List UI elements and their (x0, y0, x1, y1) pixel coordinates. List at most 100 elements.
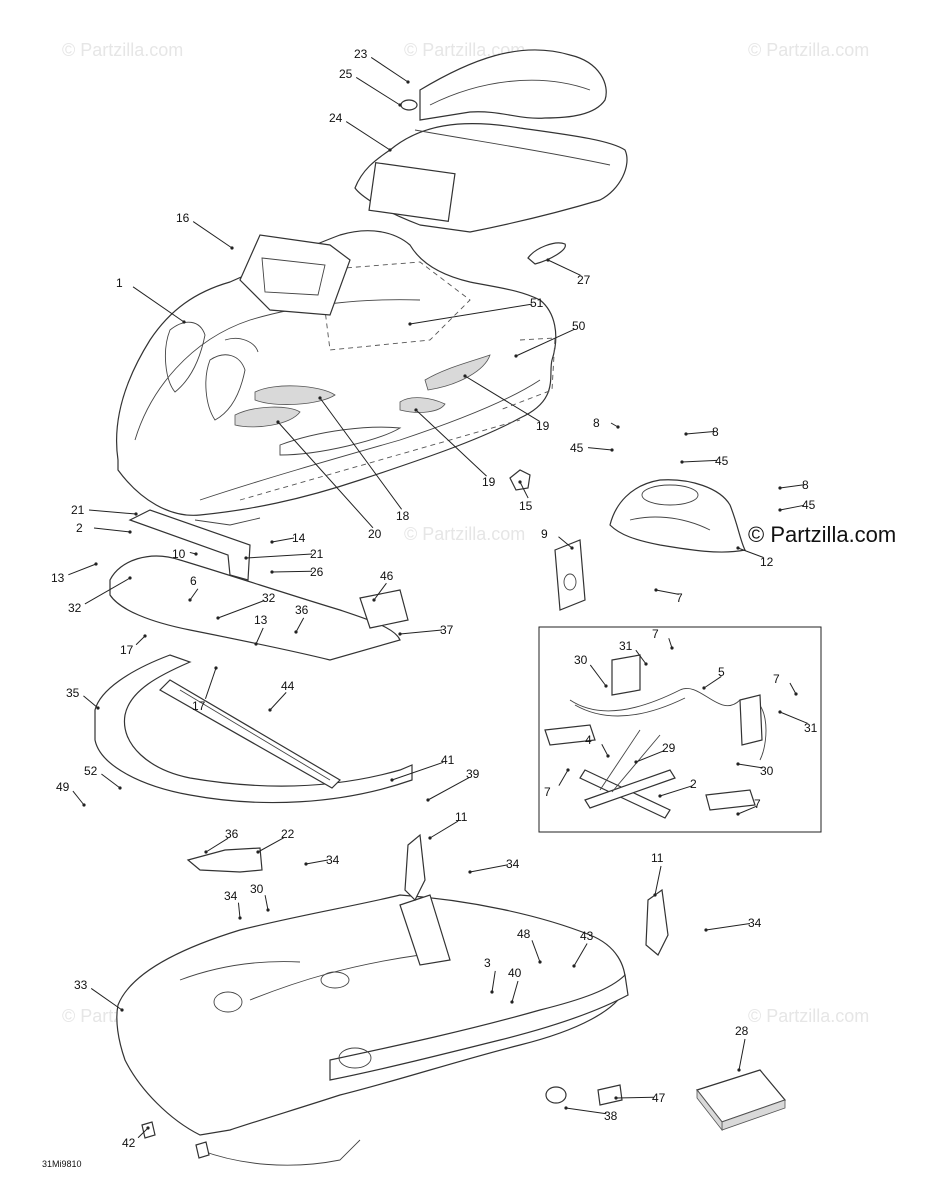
leader-dot (426, 798, 430, 802)
callout-number: 47 (652, 1091, 666, 1105)
callout-number: 1 (116, 276, 123, 290)
callout-number: 10 (172, 547, 186, 561)
leader-dot (658, 794, 662, 798)
leader-line (90, 988, 123, 1011)
leader-dot (270, 570, 274, 574)
callout-number: 32 (68, 601, 82, 615)
leader-dot (680, 460, 684, 464)
callout-number: 34 (326, 853, 340, 867)
callout-number: 20 (368, 527, 382, 541)
mat-part (695, 1069, 787, 1132)
leader-dot (388, 148, 392, 152)
leader-dot (146, 1126, 150, 1130)
callout-number: 18 (396, 509, 410, 523)
leader-dot (276, 420, 280, 424)
leader-dot (96, 706, 100, 710)
leader-dot (254, 642, 258, 646)
callout-number: 35 (66, 686, 80, 700)
leader-dot (604, 684, 608, 688)
callout-number: 33 (74, 978, 88, 992)
leader-line (565, 1107, 607, 1115)
callout-number: 8 (712, 425, 719, 439)
callout-number: 13 (254, 613, 268, 627)
leader-line (587, 447, 613, 451)
lower-bracket-part (186, 847, 263, 873)
leader-dot (118, 786, 122, 790)
watermark-text: © Partzilla.com (62, 40, 183, 60)
leader-dot (572, 964, 576, 968)
leader-line (271, 570, 313, 573)
leader-line (132, 286, 185, 323)
watermark-text: © Partzilla.com (748, 1006, 869, 1026)
leader-dot (82, 803, 86, 807)
leader-line (779, 711, 808, 724)
callout-number: 16 (176, 211, 190, 225)
leader-line (491, 970, 496, 993)
leader-dot (614, 1096, 618, 1100)
leader-line (779, 484, 805, 489)
side-bracket-part (404, 833, 669, 956)
leader-line (277, 421, 374, 529)
leader-dot (468, 870, 472, 874)
leader-line (703, 676, 722, 689)
callout-number: 52 (84, 764, 98, 778)
leader-dot (398, 103, 402, 107)
leader-line (319, 397, 403, 510)
leader-dot (634, 760, 638, 764)
leader-dot (256, 850, 260, 854)
leader-dot (510, 1000, 514, 1004)
callout-number: 17 (192, 699, 206, 713)
callout-number: 11 (455, 810, 468, 824)
upper-bumper-part (109, 509, 409, 661)
leader-dot (570, 546, 574, 550)
leader-dot (120, 1008, 124, 1012)
callout-number: 13 (51, 571, 65, 585)
callout-number: 36 (225, 827, 239, 841)
callout-number: 45 (802, 498, 816, 512)
leader-line (237, 902, 241, 919)
leader-dot (143, 634, 147, 638)
leader-dot (702, 686, 706, 690)
leader-line (659, 785, 693, 797)
callout-number: 7 (676, 591, 683, 605)
callout-number: 42 (122, 1136, 136, 1150)
leader-line (558, 536, 573, 549)
seat-cover-part (400, 49, 607, 121)
lower-bumper-part (94, 654, 413, 804)
display-unit-part (239, 234, 351, 316)
leader-line (257, 837, 285, 853)
leader-dot (736, 762, 740, 766)
callout-number: 22 (281, 827, 295, 841)
leader-line (295, 617, 305, 633)
leader-line (68, 563, 97, 576)
leader-dot (194, 552, 198, 556)
leader-line (601, 744, 609, 757)
callout-number: 27 (577, 273, 591, 287)
leader-dot (564, 1106, 568, 1110)
leader-line (531, 940, 541, 963)
leader-line (685, 430, 715, 435)
leader-dot (304, 862, 308, 866)
leader-dot (390, 778, 394, 782)
leader-line (415, 409, 487, 477)
leader-line (205, 837, 229, 853)
leader-dot (610, 448, 614, 452)
leader-dot (794, 692, 798, 696)
callout-number: 6 (190, 574, 197, 588)
callout-labels: 2325241615150271919182015845845845912721… (51, 47, 818, 1150)
leader-dot (737, 1068, 741, 1072)
leader-dot (566, 768, 570, 772)
leader-dot (204, 850, 208, 854)
leader-dot (216, 616, 220, 620)
callout-number: 26 (310, 565, 324, 579)
callout-number: 2 (76, 521, 83, 535)
leader-line (779, 504, 805, 511)
leader-dot (182, 320, 186, 324)
leader-line (635, 750, 665, 763)
leader-dot (463, 374, 467, 378)
leader-line (635, 649, 647, 665)
callout-number: 40 (508, 966, 522, 980)
leader-line (429, 820, 459, 839)
callout-number: 28 (735, 1024, 749, 1038)
leader-dot (188, 598, 192, 602)
